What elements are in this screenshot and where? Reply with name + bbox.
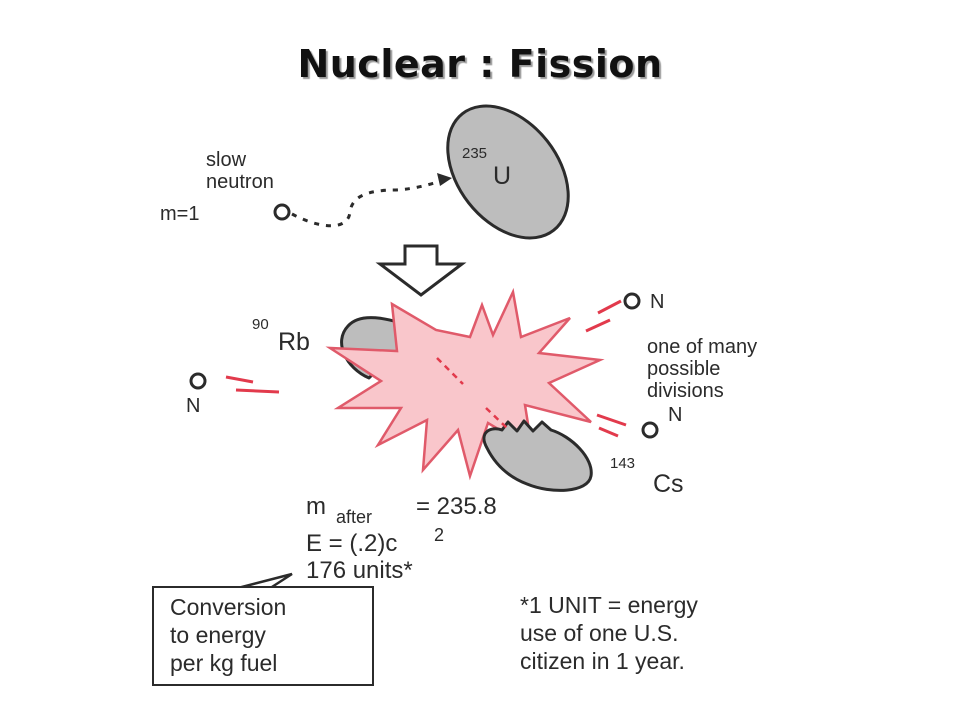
cesium-symbol: Cs: [653, 470, 684, 498]
energy-equation: E = (.2)c: [306, 530, 398, 557]
neutron-trail-right: [596, 413, 627, 427]
energy-units: 176 units*: [306, 557, 413, 584]
neutron-trail-left: [225, 375, 254, 384]
neutron-path-arrowhead: [437, 173, 452, 186]
mass-after-subscript: after: [336, 507, 373, 527]
neutron-trail-left: [235, 388, 280, 394]
division-note-line2: possible: [647, 358, 721, 380]
conversion-box: Conversion to energy per kg fuel: [152, 586, 374, 686]
uranium-nucleus: [446, 104, 570, 240]
division-note-line3: divisions: [647, 380, 724, 402]
neutron-left-label: N: [186, 395, 201, 417]
slow-neutron-label-line2: neutron: [206, 171, 274, 193]
conversion-line2: to energy: [170, 622, 266, 648]
slide-title: Nuclear : Fission: [297, 42, 663, 86]
cesium-mass-number: 143: [610, 455, 636, 472]
conversion-line1: Conversion: [170, 594, 287, 620]
incoming-neutron: [273, 203, 291, 221]
neutron-trail-top-right: [597, 299, 622, 315]
energy-exponent: 2: [434, 525, 445, 545]
uranium-mass-number: 235: [462, 145, 488, 162]
mass-after-value: = 235.8: [416, 493, 497, 520]
neutron-top-right: [623, 292, 641, 310]
neutron-left: [189, 372, 207, 390]
fission-burst: [325, 287, 605, 481]
reaction-arrow: [375, 244, 467, 297]
uranium-symbol: U: [493, 162, 512, 190]
neutron-path: [291, 178, 445, 228]
neutron-trail-top-right: [585, 318, 611, 333]
rubidium-symbol: Rb: [278, 328, 310, 356]
rubidium-mass-number: 90: [252, 316, 269, 333]
mass-after-m: m: [306, 493, 326, 520]
neutron-right-label: N: [668, 404, 683, 426]
division-note-line1: one of many: [647, 336, 758, 358]
footnote-line3: citizen in 1 year.: [520, 648, 685, 674]
cesium-fragment: [482, 419, 593, 492]
footnote-line2: use of one U.S.: [520, 620, 679, 646]
neutron-top-right-label: N: [650, 291, 665, 313]
fragment-track-cs: [485, 407, 508, 429]
footnote-line1: *1 UNIT = energy: [520, 592, 698, 618]
slow-neutron-label-line1: slow: [206, 149, 247, 171]
neutron-right: [641, 421, 659, 439]
conversion-line3: per kg fuel: [170, 650, 278, 676]
neutron-mass-label: m=1: [160, 203, 200, 225]
neutron-trail-right: [598, 426, 619, 438]
